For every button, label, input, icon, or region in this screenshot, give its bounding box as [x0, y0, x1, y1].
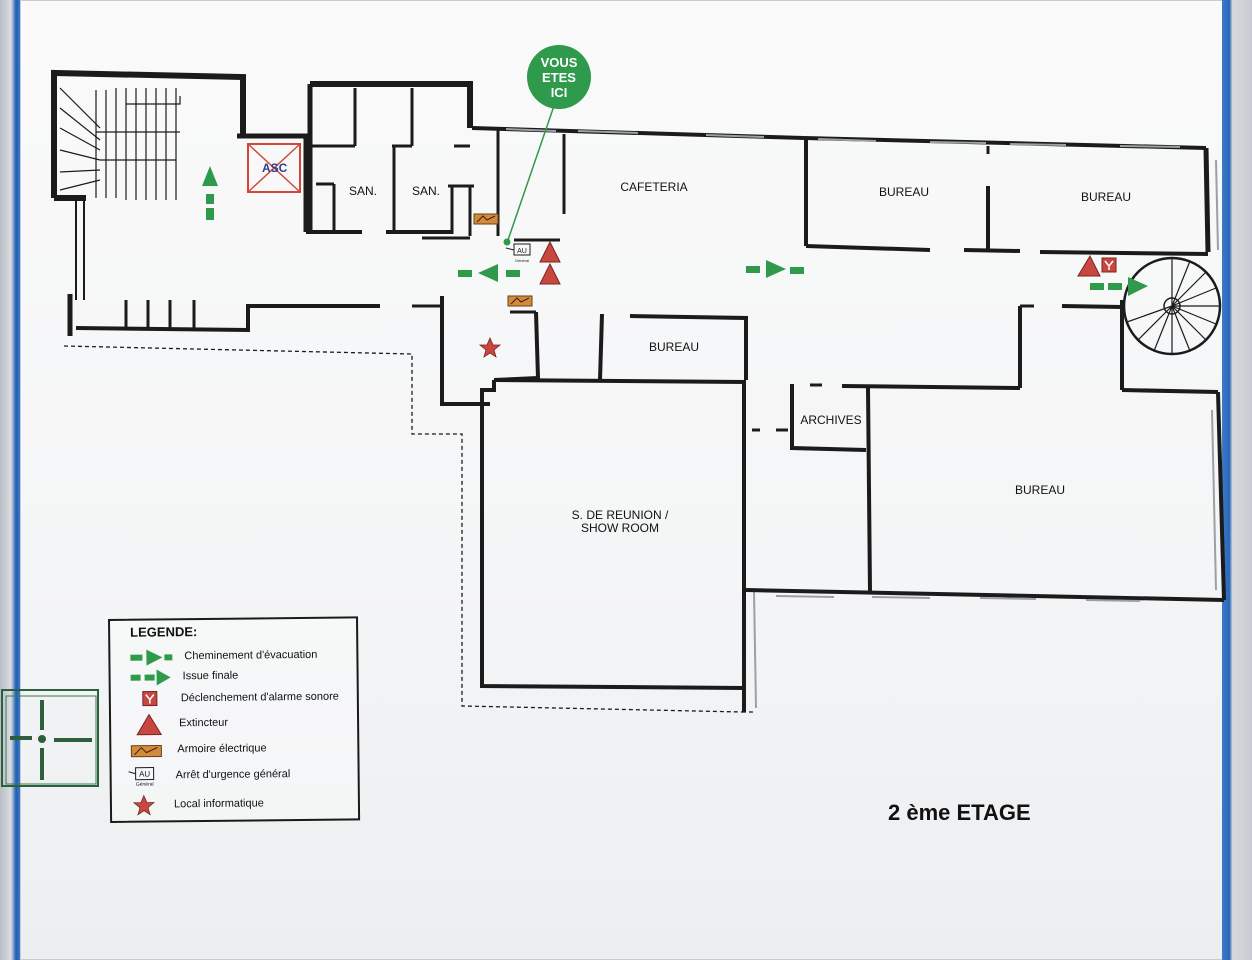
emergency-stop-sub: Général — [515, 258, 529, 263]
legend-item-alarm: Déclenchement d'alarme sonore — [111, 686, 355, 711]
emergency-stop-tag: AU — [139, 770, 150, 779]
you-are-here-line-1: VOUS — [540, 54, 578, 70]
extinguisher-triangle-icon — [1077, 254, 1101, 277]
cafeteria — [514, 134, 566, 242]
sign-frame-left — [0, 0, 20, 960]
you-are-here-line-2: ETES — [542, 69, 576, 85]
legend-label-final-exit: Issue finale — [182, 669, 239, 683]
room-label-cafeteria: CAFETERIA — [620, 180, 688, 194]
sign-frame-right — [1222, 0, 1252, 960]
evacuation-routes — [202, 166, 1148, 296]
emergency-stop-sub: Général — [136, 782, 154, 788]
room-label-bureau-large: BUREAU — [1014, 483, 1066, 497]
stair-steps — [59, 87, 181, 200]
legend-label-electrical: Armoire électrique — [177, 742, 267, 756]
room-label-bureau-top-2: BUREAU — [1080, 190, 1132, 204]
legend-item-evacuation: Cheminement d'évacuation — [110, 644, 354, 669]
evacuation-route-arrow — [130, 649, 173, 666]
room-label-san-1: SAN. — [348, 184, 378, 198]
extinguisher-triangle-icon — [539, 262, 561, 285]
room-label-reunion-line2: SHOW ROOM — [581, 521, 659, 535]
top-offices — [804, 140, 1209, 256]
middle-office — [598, 313, 748, 381]
meeting-room — [480, 378, 757, 712]
room-label-bureau-top-1: BUREAU — [878, 185, 930, 199]
you-are-here-pointer — [503, 99, 557, 246]
legend-label-extinguisher: Extincteur — [179, 716, 229, 730]
elevator-label: ASC — [262, 161, 288, 175]
room-label-san-2: SAN. — [411, 184, 441, 198]
you-are-here-marker: VOUS ETES ICI — [527, 45, 591, 109]
evacuation-plan-sign — [20, 0, 1232, 960]
alarm-trigger-icon — [1101, 257, 1117, 273]
sanitary-block — [306, 81, 500, 240]
room-label-bureau-mid: BUREAU — [648, 340, 700, 354]
west-corridor — [63, 294, 756, 713]
legend-item-final-exit: Issue finale — [111, 664, 355, 689]
electrical-cabinet-icon — [130, 744, 162, 758]
elevator — [237, 133, 309, 232]
alarm-trigger-icon — [142, 690, 158, 707]
you-are-here-line-3: ICI — [550, 84, 568, 100]
legend-item-extinguisher: Extincteur — [111, 711, 355, 736]
final-exit-arrow — [130, 669, 171, 686]
it-room-star-icon — [478, 336, 502, 358]
stairwell — [51, 69, 246, 300]
evacuation-arrow-left — [458, 264, 520, 282]
legend-item-it-room: Local informatique — [112, 792, 356, 817]
emergency-stop-icon: AU Général — [505, 243, 531, 263]
evacuation-arrow-up — [202, 166, 218, 220]
room-label-reunion-line1: S. DE REUNION / — [571, 508, 669, 522]
legend-item-emergency-stop: AU Général Arrêt d'urgence général — [112, 763, 356, 788]
legend-title: LEGENDE: — [130, 624, 198, 640]
spiral-staircase — [1061, 256, 1226, 601]
electrical-cabinet-icon — [507, 295, 533, 307]
floor-title: 2 ème ETAGE — [888, 800, 1031, 825]
legend: LEGENDE: Cheminement d'évacuation Issue … — [108, 616, 361, 823]
final-exit-arrow — [1090, 277, 1148, 296]
room-label-archives: ARCHIVES — [800, 413, 862, 427]
legend-label-emergency-stop: Arrêt d'urgence général — [175, 768, 291, 782]
emergency-stop-icon: AU Général — [128, 767, 155, 788]
emergency-stop-tag: AU — [517, 248, 527, 255]
legend-label-it-room: Local informatique — [173, 797, 264, 811]
windows-north — [505, 128, 1181, 148]
legend-item-electrical: Armoire électrique — [111, 737, 355, 762]
archives-and-large-office — [745, 304, 1225, 602]
it-room-star-icon — [132, 794, 156, 816]
extinguisher-triangle-icon — [136, 713, 163, 736]
evacuation-arrow-right — [746, 260, 804, 278]
north-wall — [471, 126, 1219, 253]
electrical-cabinet-icon — [473, 213, 499, 225]
legend-label-alarm: Déclenchement d'alarme sonore — [180, 690, 339, 705]
electrical-cabinets — [473, 213, 533, 307]
legend-label-evacuation: Cheminement d'évacuation — [184, 648, 318, 663]
compass-rose-drawing — [1, 689, 99, 787]
extinguisher-triangle-icon — [539, 240, 561, 263]
extinguishers — [539, 240, 1101, 285]
